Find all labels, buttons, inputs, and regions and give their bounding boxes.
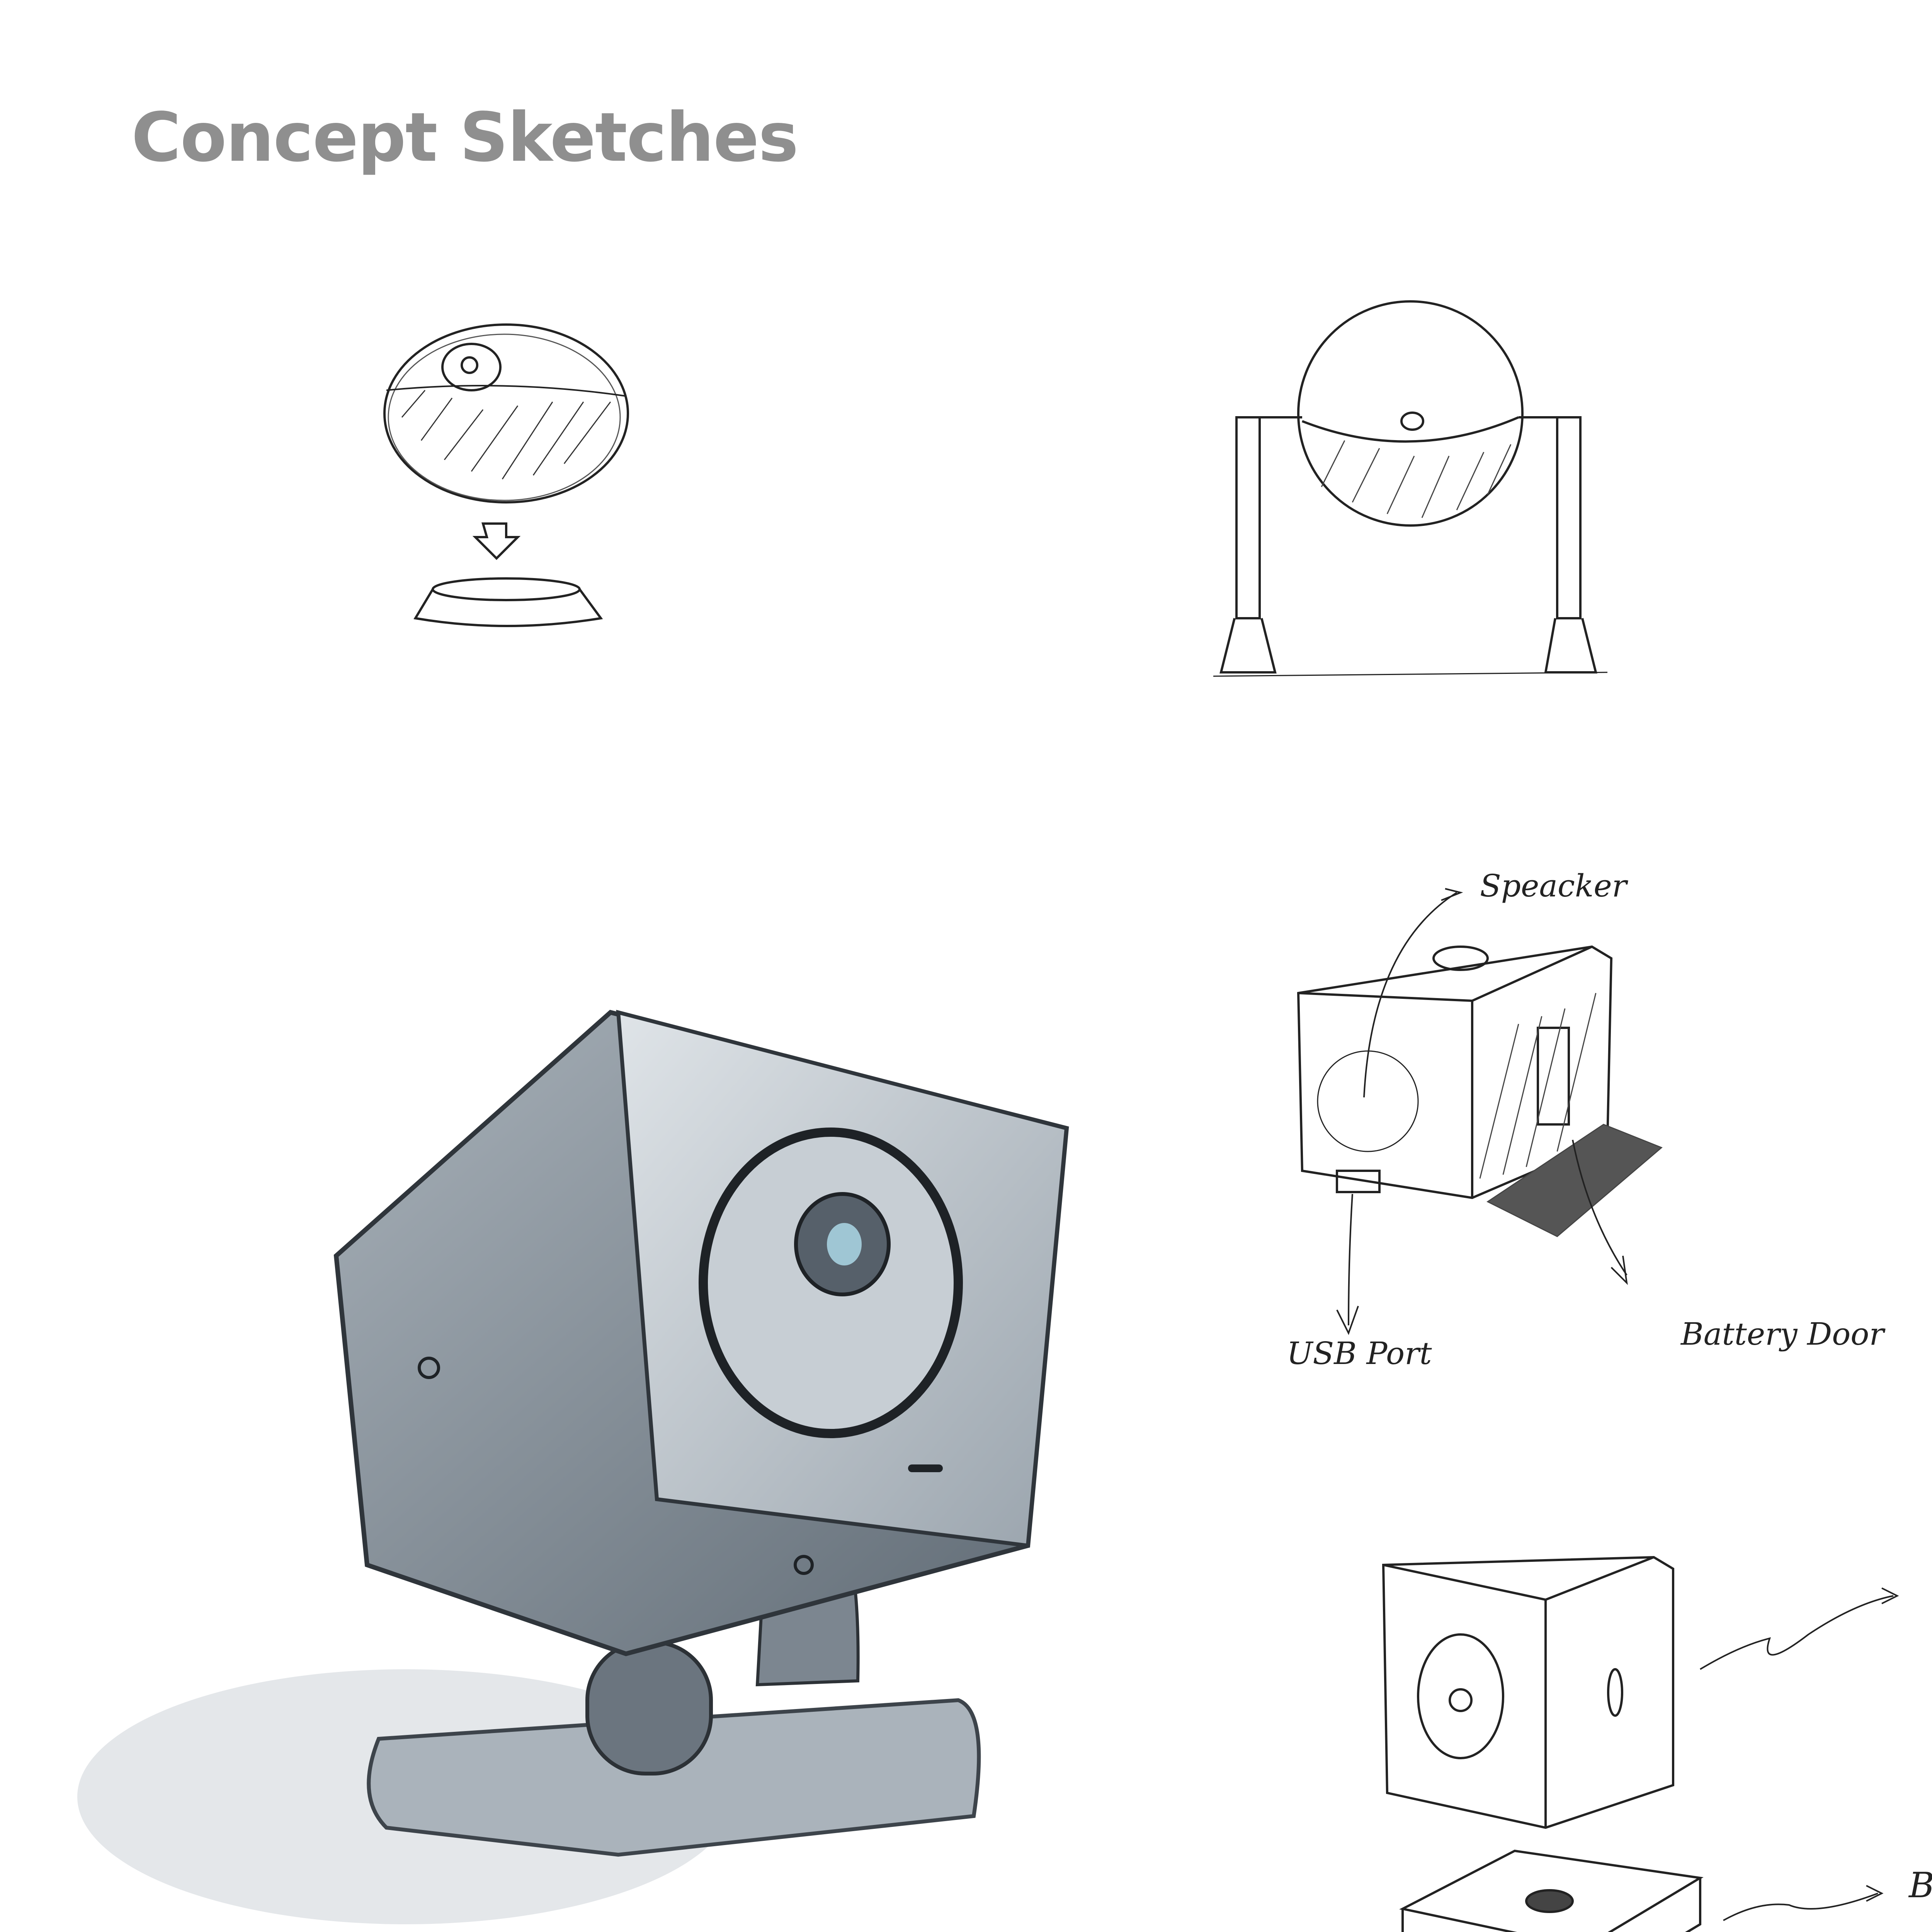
down-arrow-icon [472,522,521,560]
sketch-annotated-bottom: Camera Base Arm [1382,1556,1932,1932]
label-usb-port: USB Port [1287,1335,1432,1371]
sketch-detachable-dock [383,323,629,627]
sketch-marker-render [77,1010,1069,1924]
label-speaker: Speacker [1480,868,1629,904]
page-title: Concept Sketches [131,99,799,177]
sketch-two-leg-stand [1213,300,1608,677]
label-battery-door: Battery Door [1680,1316,1886,1352]
sketch-annotated-left: Speacker USB Port Battery Door [1287,868,1886,1371]
label-base-arm: Base Arm [1908,1865,1932,1906]
